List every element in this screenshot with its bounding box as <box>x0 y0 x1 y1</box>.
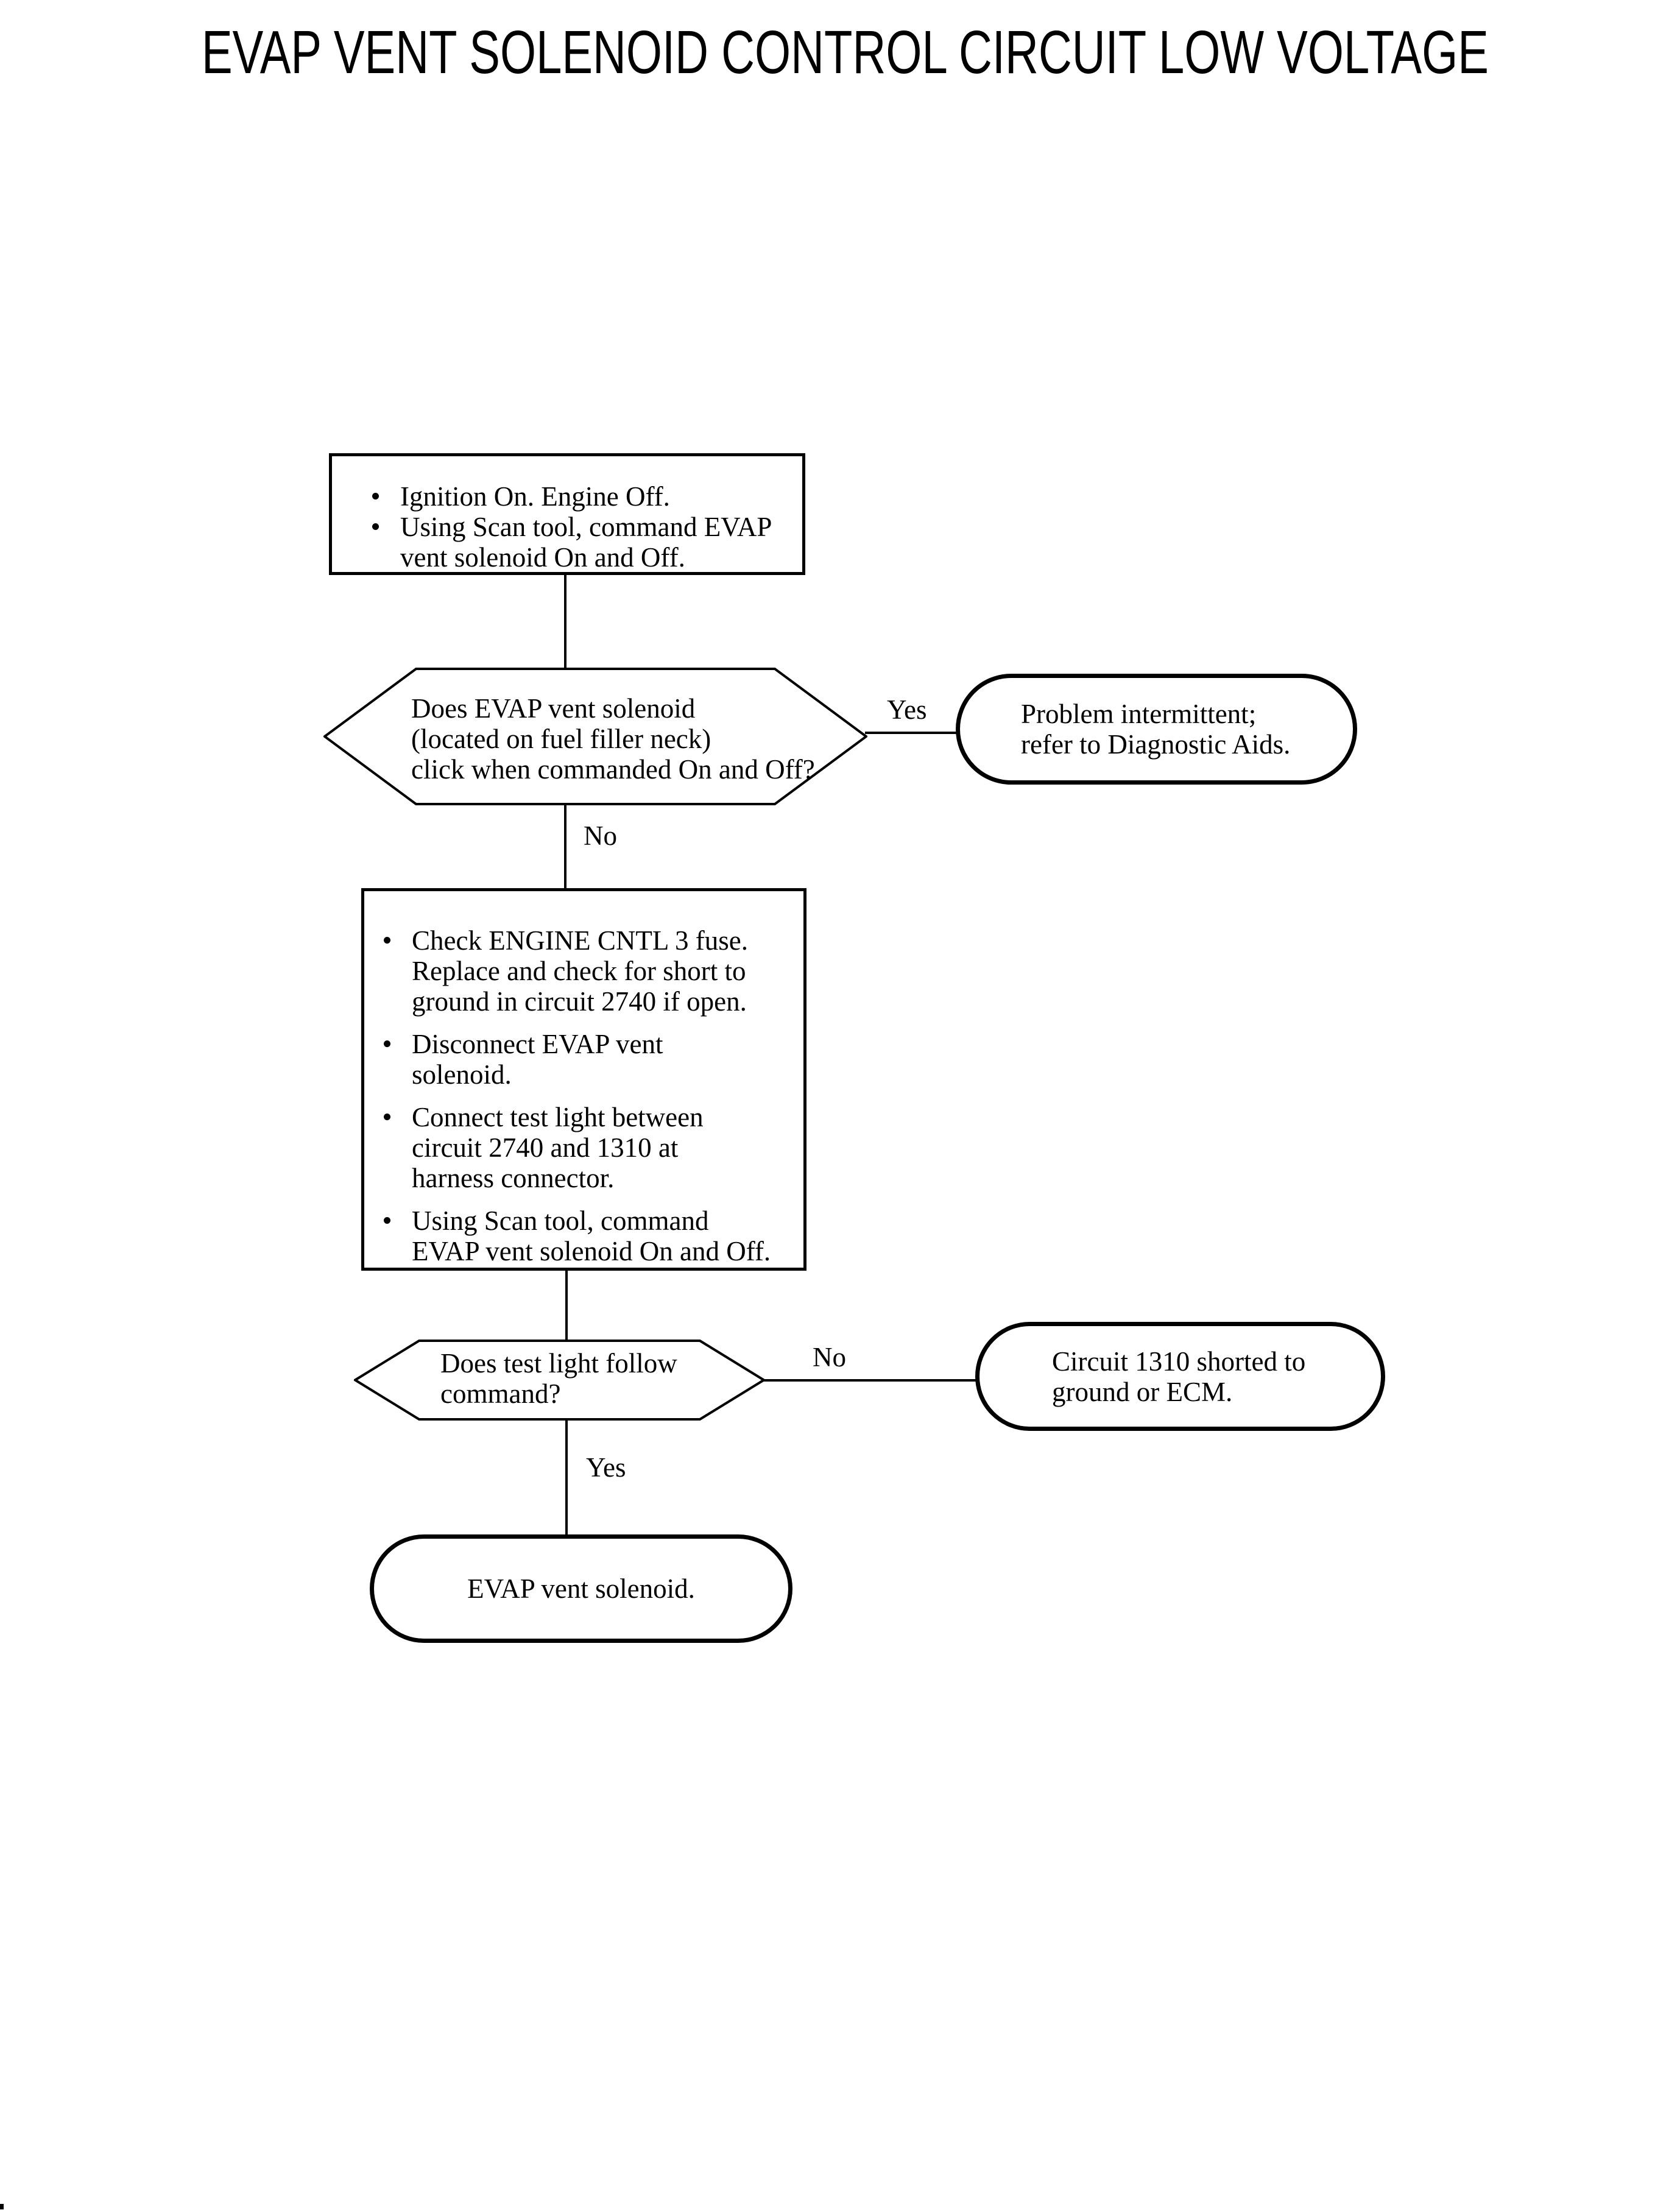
step1-item-2-text: Using Scan tool, command EVAP vent solen… <box>400 512 772 573</box>
bullet-icon <box>384 1217 390 1224</box>
terminal-end-text: EVAP vent solenoid. <box>467 1573 695 1604</box>
bullet-icon <box>384 1114 390 1120</box>
step2-item-4: Using Scan tool, command EVAP vent solen… <box>384 1206 794 1266</box>
bullet-icon <box>384 937 390 944</box>
step2-item-2-text: Disconnect EVAP vent solenoid. <box>412 1029 663 1090</box>
connector-decision1-to-intermittent <box>865 732 957 734</box>
step1-item-2: Using Scan tool, command EVAP vent solen… <box>372 512 793 573</box>
step2-item-1: Check ENGINE CNTL 3 fuse. Replace and ch… <box>384 925 794 1017</box>
bullet-icon <box>384 1040 390 1047</box>
decision1-yes-label: Yes <box>887 694 927 725</box>
decision1-hexagon: Does EVAP vent solenoid (located on fuel… <box>323 668 867 805</box>
decision2-hexagon: Does test light follow command? <box>354 1340 765 1421</box>
terminal-end: EVAP vent solenoid. <box>370 1534 792 1643</box>
step2-item-1-text: Check ENGINE CNTL 3 fuse. Replace and ch… <box>412 925 748 1017</box>
decision1-no-label: No <box>584 821 617 851</box>
terminal-intermittent: Problem intermittent; refer to Diagnosti… <box>956 674 1357 785</box>
connector-step2-to-decision2 <box>565 1269 568 1341</box>
hexagon-outline <box>323 668 867 805</box>
step2-box: Check ENGINE CNTL 3 fuse. Replace and ch… <box>361 888 806 1271</box>
step1-box: Ignition On. Engine Off. Using Scan tool… <box>329 453 805 575</box>
step2-item-3: Connect test light between circuit 2740 … <box>384 1102 794 1193</box>
step2-item-2: Disconnect EVAP vent solenoid. <box>384 1029 794 1090</box>
step1-item-1-text: Ignition On. Engine Off. <box>400 481 670 512</box>
step1-item-1: Ignition On. Engine Off. <box>372 481 793 512</box>
decision2-text: Does test light follow command? <box>440 1348 677 1409</box>
decision1-text: Does EVAP vent solenoid (located on fuel… <box>411 693 815 785</box>
scan-artifact <box>0 2204 4 2209</box>
step2-item-4-text: Using Scan tool, command EVAP vent solen… <box>412 1206 771 1266</box>
connector-decision1-to-step2 <box>564 804 566 889</box>
bullet-icon <box>372 493 379 500</box>
hexagon-shape <box>323 668 867 805</box>
connector-decision2-to-circuit <box>763 1379 976 1382</box>
terminal-circuit-text: Circuit 1310 shorted to ground or ECM. <box>1052 1346 1306 1407</box>
decision2-no-label: No <box>813 1342 846 1372</box>
terminal-circuit: Circuit 1310 shorted to ground or ECM. <box>975 1322 1385 1431</box>
connector-step1-to-decision1 <box>564 574 566 669</box>
bullet-icon <box>372 523 379 530</box>
decision2-yes-label: Yes <box>586 1452 626 1483</box>
connector-decision2-to-end <box>565 1419 568 1536</box>
step2-item-3-text: Connect test light between circuit 2740 … <box>412 1102 704 1193</box>
page-title: EVAP VENT SOLENOID CONTROL CIRCUIT LOW V… <box>201 18 1489 86</box>
terminal-intermittent-text: Problem intermittent; refer to Diagnosti… <box>1021 699 1291 760</box>
